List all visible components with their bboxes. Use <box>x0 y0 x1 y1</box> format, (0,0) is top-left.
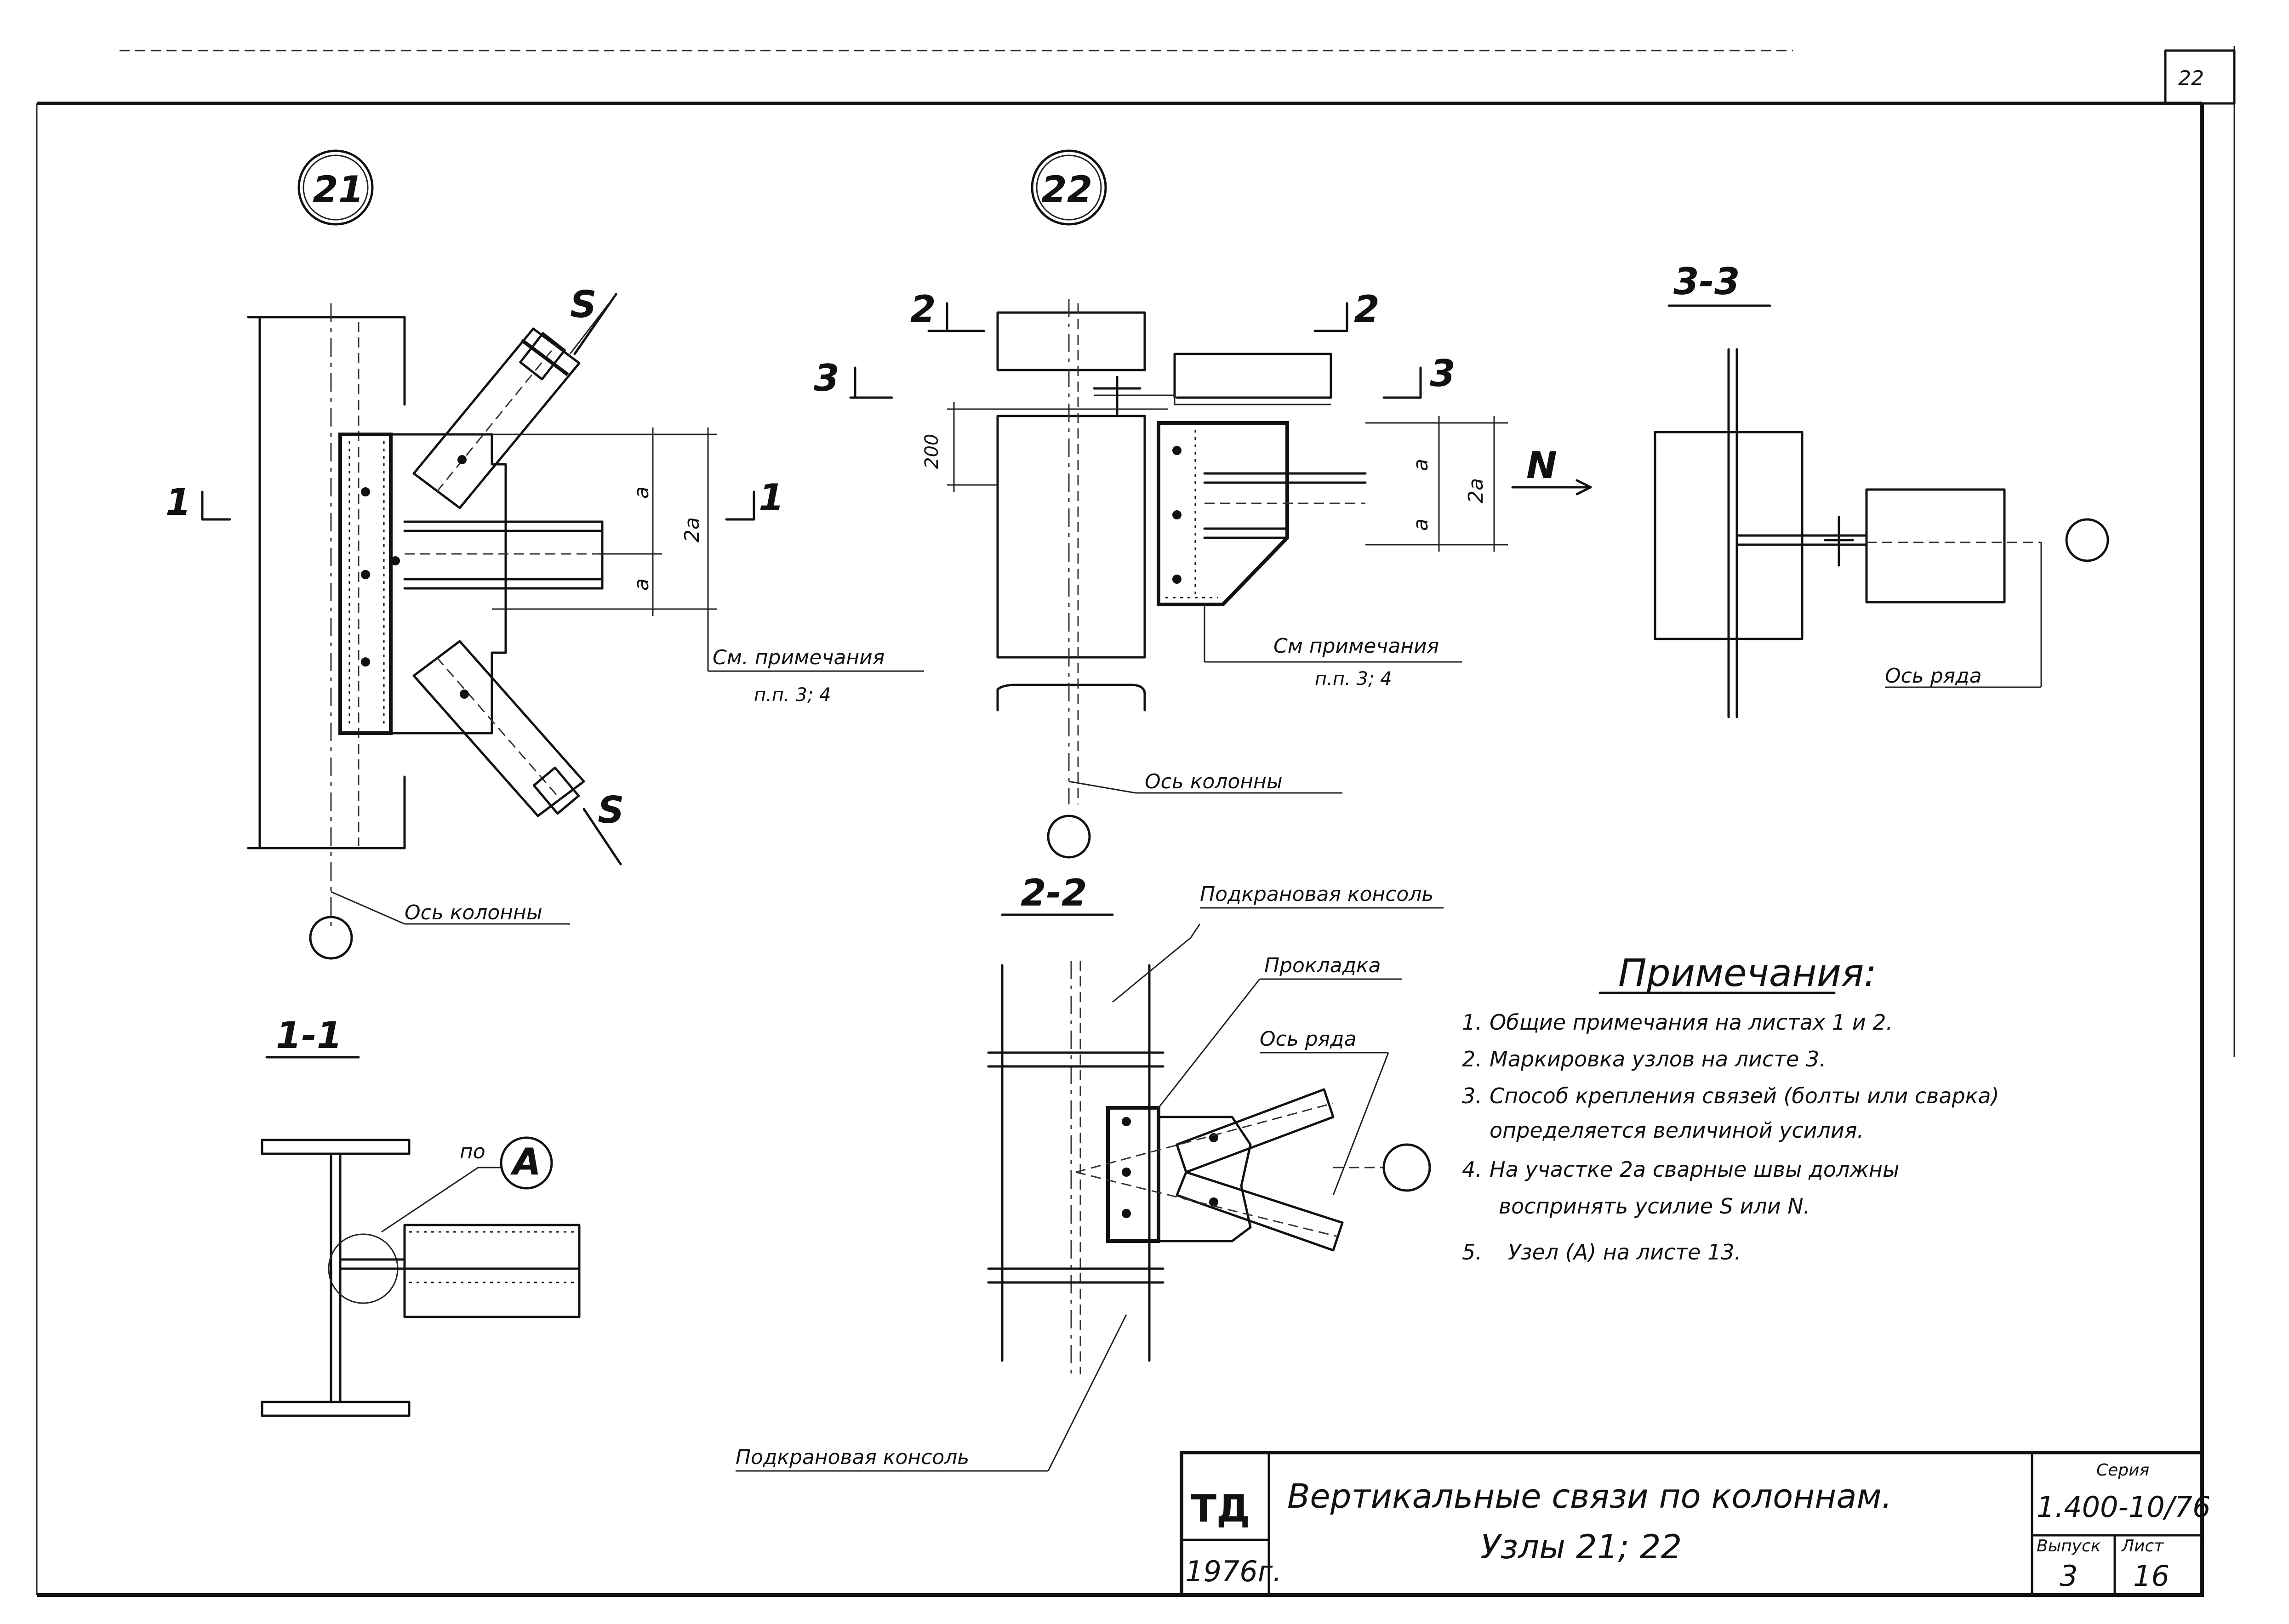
section-3-3: 3-3 Ось ряда <box>1654 260 2109 718</box>
detail-22-dim-a-bottom: a <box>1409 519 1433 531</box>
title-block: ТД 1976г. Вертикальные связи по колоннам… <box>1180 1451 2211 1597</box>
detail-22-mark-2-right: 2 <box>1354 288 1380 330</box>
section-2-2: 2-2 Подкрановая консоль Прокладка Ось ря <box>736 872 1444 1472</box>
detail-22-note-ref-1: См примечания <box>1273 634 1439 658</box>
detail-22-dim-200: 200 <box>921 434 942 469</box>
detail-21-axis-label: Ось колонны <box>405 901 542 924</box>
detail-22-force-N: N <box>1526 444 1557 487</box>
note-1-text: Общие примечания на листах 1 и 2. <box>1490 1010 1893 1035</box>
detail-22: 22 2 2 3 3 <box>814 149 1592 859</box>
note-2-text: Маркировка узлов на листе 3. <box>1490 1047 1826 1071</box>
note-5-text: Узел (А) на листе 13. <box>1508 1240 1741 1265</box>
detail-21-axis-circle <box>309 916 353 960</box>
detail-22-dim-a-top: a <box>1409 459 1433 471</box>
note-5-num: 5. <box>1462 1240 1482 1265</box>
title-block-issue-label: Выпуск <box>2037 1537 2101 1556</box>
detail-21: 21 S <box>166 149 924 960</box>
note-4-text: На участке 2a сварные швы должны <box>1490 1157 1899 1182</box>
note-3-cont: определяется величиной усилия. <box>1490 1118 1864 1143</box>
section-2-2-console-top: Подкрановая консоль <box>1200 883 1433 906</box>
detail-22-note-ref-2: п.п. 3; 4 <box>1315 668 1392 689</box>
detail-22-mark-2-left: 2 <box>910 288 936 330</box>
detail-22-axis-label: Ось колонны <box>1145 770 1283 793</box>
detail-22-marker <box>1031 149 1107 226</box>
section-1-mark-left: 1 <box>166 481 191 524</box>
sheet-corner-number: 22 <box>2178 67 2204 90</box>
section-3-3-axis-circle <box>2065 518 2109 562</box>
section-1-1-ref-label: по <box>460 1140 485 1163</box>
detail-21-dim-a-top: a <box>630 486 653 499</box>
title-block-year: 1976г. <box>1185 1555 1282 1588</box>
section-2-2-shim: Прокладка <box>1264 954 1381 977</box>
detail-21-dim-a-bottom: a <box>630 578 653 591</box>
detail-22-axis-circle <box>1047 815 1091 859</box>
section-3-3-title: 3-3 <box>1673 260 1740 303</box>
section-1-1-node-label: А <box>510 1140 541 1183</box>
detail-22-dim-2a: 2a <box>1464 478 1488 503</box>
section-1-mark-right: 1 <box>759 476 784 519</box>
gusset-bolts <box>361 487 400 667</box>
title-block-title-2: Узлы 21; 22 <box>1480 1527 1682 1566</box>
detail-21-marker <box>297 149 374 226</box>
note-3-text: Способ крепления связей (болты или сварк… <box>1490 1083 1999 1108</box>
section-2-2-title: 2-2 <box>1021 872 1087 914</box>
detail-21-note-ref-2: п.п. 3; 4 <box>754 684 831 706</box>
title-block-sheet-label: Лист <box>2121 1537 2164 1556</box>
section-3-3-axis-label: Ось ряда <box>1885 664 1982 688</box>
section-1-1-title: 1-1 <box>276 1014 342 1057</box>
detail-21-note-ref-1: См. примечания <box>713 646 885 669</box>
detail-22-number: 22 <box>1041 168 1092 211</box>
detail-22-mark-3-right: 3 <box>1430 352 1456 395</box>
notes-block: Примечания: 1. Общие примечания на листа… <box>1462 952 1999 1265</box>
sheet-frame: 22 <box>36 46 2236 1597</box>
title-block-series-value: 1.400-10/76 <box>2037 1490 2211 1524</box>
title-block-series-label: Серия <box>2096 1461 2149 1480</box>
note-4-num: 4. <box>1462 1157 1482 1182</box>
detail-21-force-top: S <box>570 283 597 326</box>
note-3-num: 3. <box>1462 1083 1482 1108</box>
section-2-2-row-axis: Ось ряда <box>1260 1027 1357 1051</box>
detail-22-mark-3-left: 3 <box>814 357 839 399</box>
note-1-num: 1. <box>1462 1010 1482 1035</box>
detail-21-number: 21 <box>313 168 364 211</box>
section-1-1-node-circle <box>500 1136 553 1190</box>
note-2-num: 2. <box>1462 1047 1482 1071</box>
title-block-title-1: Вертикальные связи по колоннам. <box>1287 1477 1892 1516</box>
title-block-issue-value: 3 <box>2060 1559 2078 1593</box>
detail-21-dim-2a: 2a <box>680 517 704 542</box>
section-2-2-console-bottom: Подкрановая консоль <box>736 1446 969 1469</box>
section-2-2-axis-circle <box>1382 1143 1431 1192</box>
note-4-cont: воспринять усилие S или N. <box>1499 1194 1810 1219</box>
notes-title: Примечания: <box>1618 952 1877 995</box>
title-block-sheet-value: 16 <box>2133 1559 2169 1593</box>
detail-21-force-bottom: S <box>598 789 624 832</box>
title-block-org: ТД <box>1191 1487 1250 1531</box>
section-1-1: 1-1 по А <box>261 1014 581 1417</box>
